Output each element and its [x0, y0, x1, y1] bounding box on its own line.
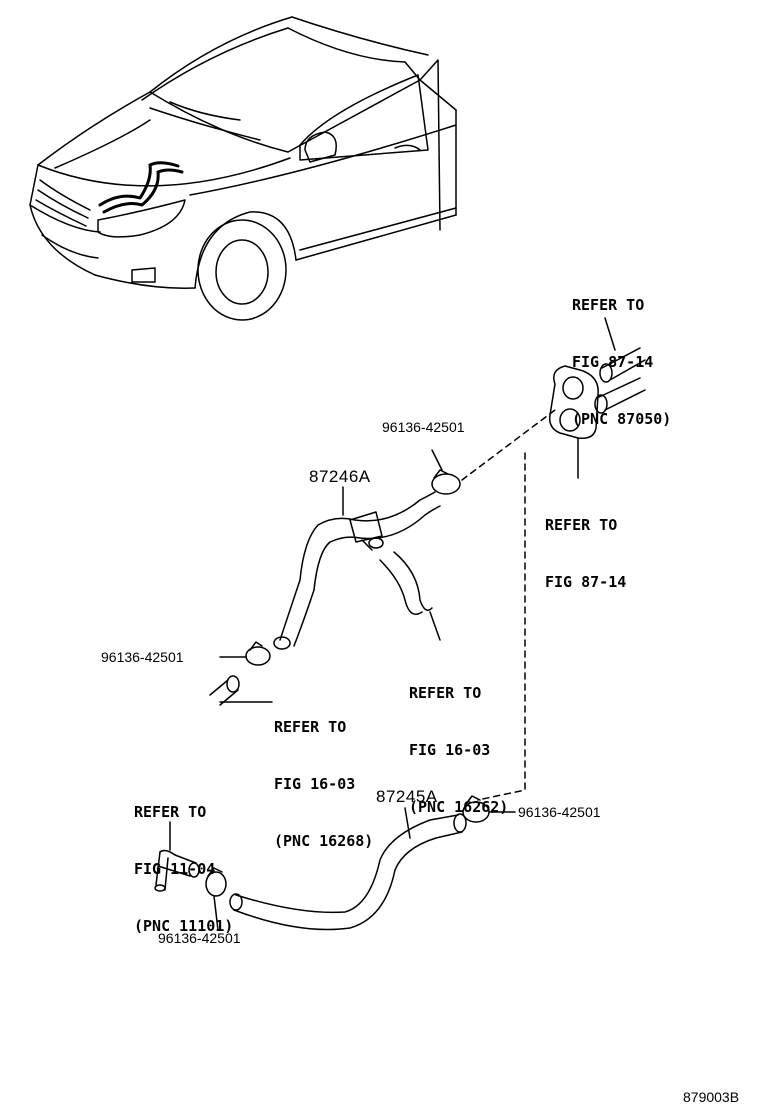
pipe-16268 — [209, 675, 273, 706]
dashed-link-upper — [461, 409, 556, 481]
clamp-label-lower-left: 96136-42501 — [158, 930, 241, 946]
clamp-label-lower-right: 96136-42501 — [518, 804, 601, 820]
dashed-link-vertical — [477, 452, 526, 801]
clamp-lower-left — [205, 867, 227, 931]
clamp-label-upper: 96136-42501 — [382, 419, 465, 435]
part-label-87246A: 87246A — [309, 467, 371, 486]
hose-87246A — [273, 449, 443, 650]
diagram-code: 879003B — [683, 1089, 740, 1105]
clamp-lower-right — [462, 795, 516, 823]
ref-label-pnc-16262: REFER TO FIG 16-03 (PNC 16262) — [409, 684, 509, 816]
clamp-middle — [219, 641, 271, 666]
ref-label-pnc-16268: REFER TO FIG 16-03 (PNC 16268) — [274, 718, 374, 850]
clamp-upper — [431, 469, 461, 495]
part-label-87245A: 87245A — [376, 787, 438, 806]
pipe-11101 — [154, 821, 200, 892]
grommet-assembly — [548, 317, 646, 479]
clamp-label-middle: 96136-42501 — [101, 649, 184, 665]
hose-87245A — [229, 807, 467, 931]
car-illustration — [29, 16, 457, 321]
ref-label-pnc-87050: REFER TO FIG 87-14 (PNC 87050) — [572, 296, 672, 428]
ref-label-fig-87-14: REFER TO FIG 87-14 — [545, 516, 627, 591]
ref-label-pnc-11101: REFER TO FIG 11-04 (PNC 11101) — [134, 803, 234, 935]
